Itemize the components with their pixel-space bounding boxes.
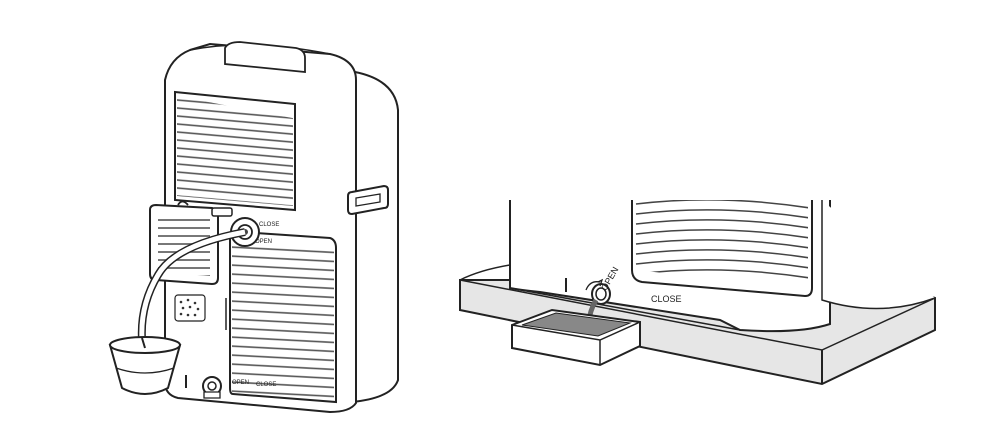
left-figure: CLOSE OPEN OPEN CLOSE <box>108 41 399 414</box>
slot <box>211 207 233 217</box>
label-open-bottom: OPEN <box>232 380 249 386</box>
side-handle <box>347 184 389 216</box>
lower-drain-port <box>202 376 222 399</box>
label-panel <box>174 294 206 322</box>
label-close: CLOSE <box>651 294 682 304</box>
right-unit-grill <box>631 200 813 298</box>
label-close-bottom: CLOSE <box>256 382 276 388</box>
label-close-top: CLOSE <box>259 222 279 228</box>
water-bucket <box>108 336 182 395</box>
upper-grill <box>174 90 296 212</box>
right-figure: OPEN CLOSE <box>459 200 936 386</box>
label-open-top: OPEN <box>255 239 272 245</box>
lower-grill <box>229 230 337 404</box>
drain-hose <box>137 228 246 341</box>
drain-tray <box>511 308 641 367</box>
right-drain-port <box>565 278 611 305</box>
